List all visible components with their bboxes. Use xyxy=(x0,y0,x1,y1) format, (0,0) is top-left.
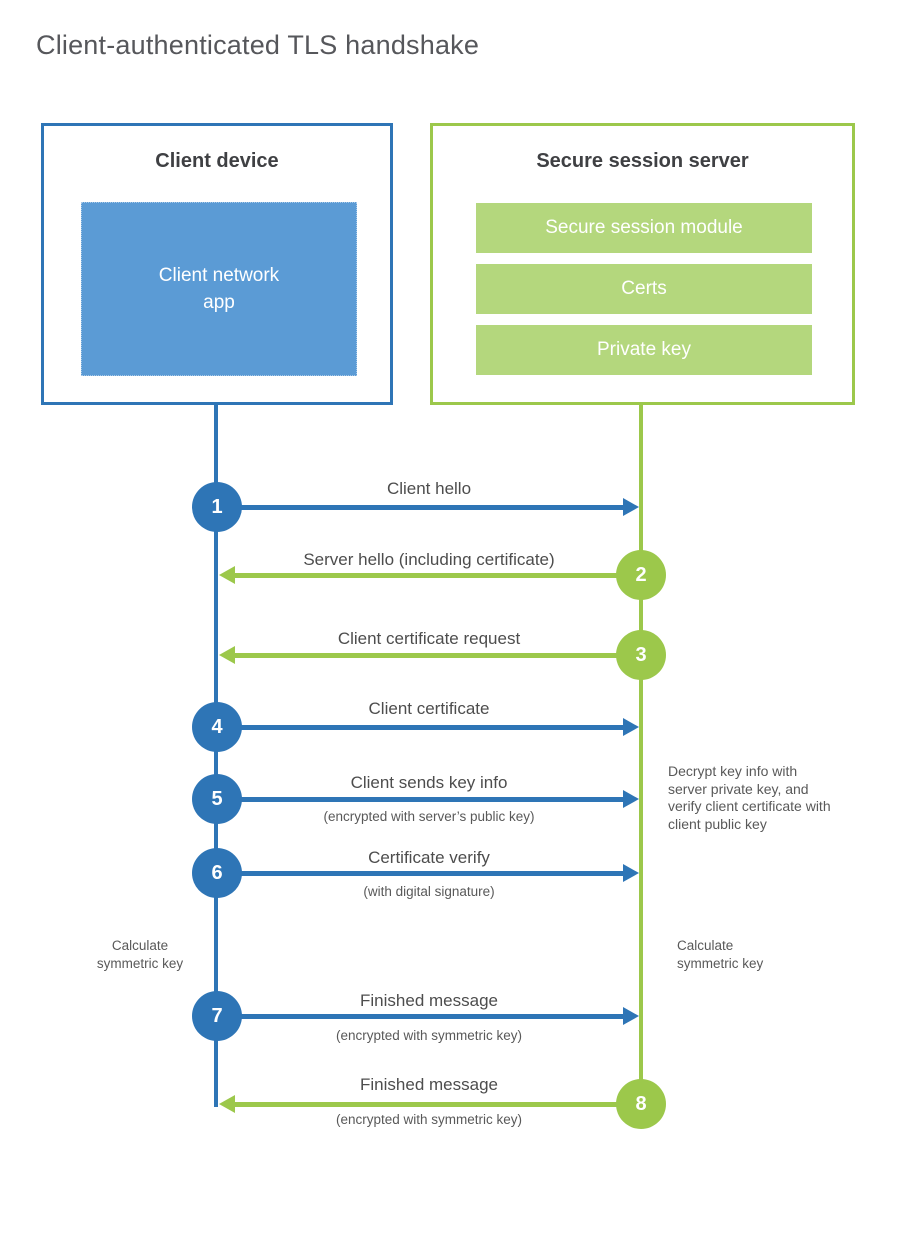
arrow-shaft xyxy=(240,870,623,876)
arrowhead-icon xyxy=(623,498,639,516)
arrow-left-icon xyxy=(219,646,617,664)
server-private-key-bar: Private key xyxy=(476,325,812,375)
message-label: Client certificate request xyxy=(337,629,521,648)
arrow-shaft xyxy=(240,1013,623,1019)
arrow-left-icon xyxy=(219,566,617,584)
client-device-title: Client device xyxy=(155,150,279,172)
step-number: 7 xyxy=(211,1004,223,1027)
server-certs-label: Certs xyxy=(621,278,667,299)
step-number: 3 xyxy=(635,643,647,666)
step-circle: 5 xyxy=(192,774,242,824)
arrow-shaft xyxy=(240,504,623,510)
arrow-right-icon xyxy=(240,790,639,808)
client-lifeline xyxy=(214,405,218,1107)
step-circle: 2 xyxy=(616,550,666,600)
message-label: Server hello (including certificate) xyxy=(303,550,555,569)
client-network-app-label: Client network app xyxy=(158,265,280,313)
arrowhead-icon xyxy=(623,718,639,736)
arrow-right-icon xyxy=(240,718,639,736)
arrow-shaft xyxy=(235,572,617,578)
message-label: Certificate verify xyxy=(368,848,490,867)
calculate-symmetric-key-note-client: Calculate symmetric key xyxy=(96,938,184,971)
step-number: 5 xyxy=(211,787,223,810)
step-circle: 4 xyxy=(192,702,242,752)
arrow-left-icon xyxy=(219,1095,617,1113)
page-title: Client-authenticated TLS handshake xyxy=(36,30,480,60)
arrowhead-icon xyxy=(219,1095,235,1113)
arrowhead-icon xyxy=(623,864,639,882)
step-circle: 3 xyxy=(616,630,666,680)
arrow-right-icon xyxy=(240,498,639,516)
arrow-shaft xyxy=(240,796,623,802)
step-circle: 1 xyxy=(192,482,242,532)
message-label: Finished message xyxy=(360,1075,498,1094)
server-lifeline xyxy=(639,405,643,1104)
arrow-shaft xyxy=(235,1101,617,1107)
arrow-right-icon xyxy=(240,1007,639,1025)
server-private-key-label: Private key xyxy=(597,339,691,360)
message-sublabel: (encrypted with server’s public key) xyxy=(323,809,535,824)
secure-session-server-box: Secure session server Secure session mod… xyxy=(430,123,855,405)
step-number: 8 xyxy=(635,1092,647,1115)
step-circle: 6 xyxy=(192,848,242,898)
step-number: 2 xyxy=(635,563,647,586)
message-label: Client certificate xyxy=(368,699,490,718)
arrow-shaft xyxy=(240,724,623,730)
server-module-bar: Secure session module xyxy=(476,203,812,253)
decrypt-note: Decrypt key info with server private key… xyxy=(668,763,831,832)
client-network-app-box: Client network app xyxy=(81,202,357,376)
calculate-symmetric-key-note-server: Calculate symmetric key xyxy=(677,938,764,971)
message-sublabel: (with digital signature) xyxy=(363,884,495,899)
client-device-box: Client device Client network app xyxy=(41,123,393,405)
step-circle: 7 xyxy=(192,991,242,1041)
arrowhead-icon xyxy=(219,566,235,584)
arrow-shaft xyxy=(235,652,617,658)
server-certs-bar: Certs xyxy=(476,264,812,314)
step-number: 4 xyxy=(211,715,223,738)
message-label: Client hello xyxy=(386,479,472,498)
server-module-label: Secure session module xyxy=(545,217,743,238)
step-number: 1 xyxy=(211,495,223,518)
message-label: Client sends key info xyxy=(350,773,508,792)
arrowhead-icon xyxy=(219,646,235,664)
step-circle: 8 xyxy=(616,1079,666,1129)
message-sublabel: (encrypted with symmetric key) xyxy=(335,1112,523,1127)
step-number: 6 xyxy=(211,861,223,884)
arrowhead-icon xyxy=(623,790,639,808)
message-sublabel: (encrypted with symmetric key) xyxy=(335,1028,523,1043)
arrowhead-icon xyxy=(623,1007,639,1025)
arrow-right-icon xyxy=(240,864,639,882)
secure-session-server-title: Secure session server xyxy=(536,150,749,172)
message-label: Finished message xyxy=(360,991,498,1010)
